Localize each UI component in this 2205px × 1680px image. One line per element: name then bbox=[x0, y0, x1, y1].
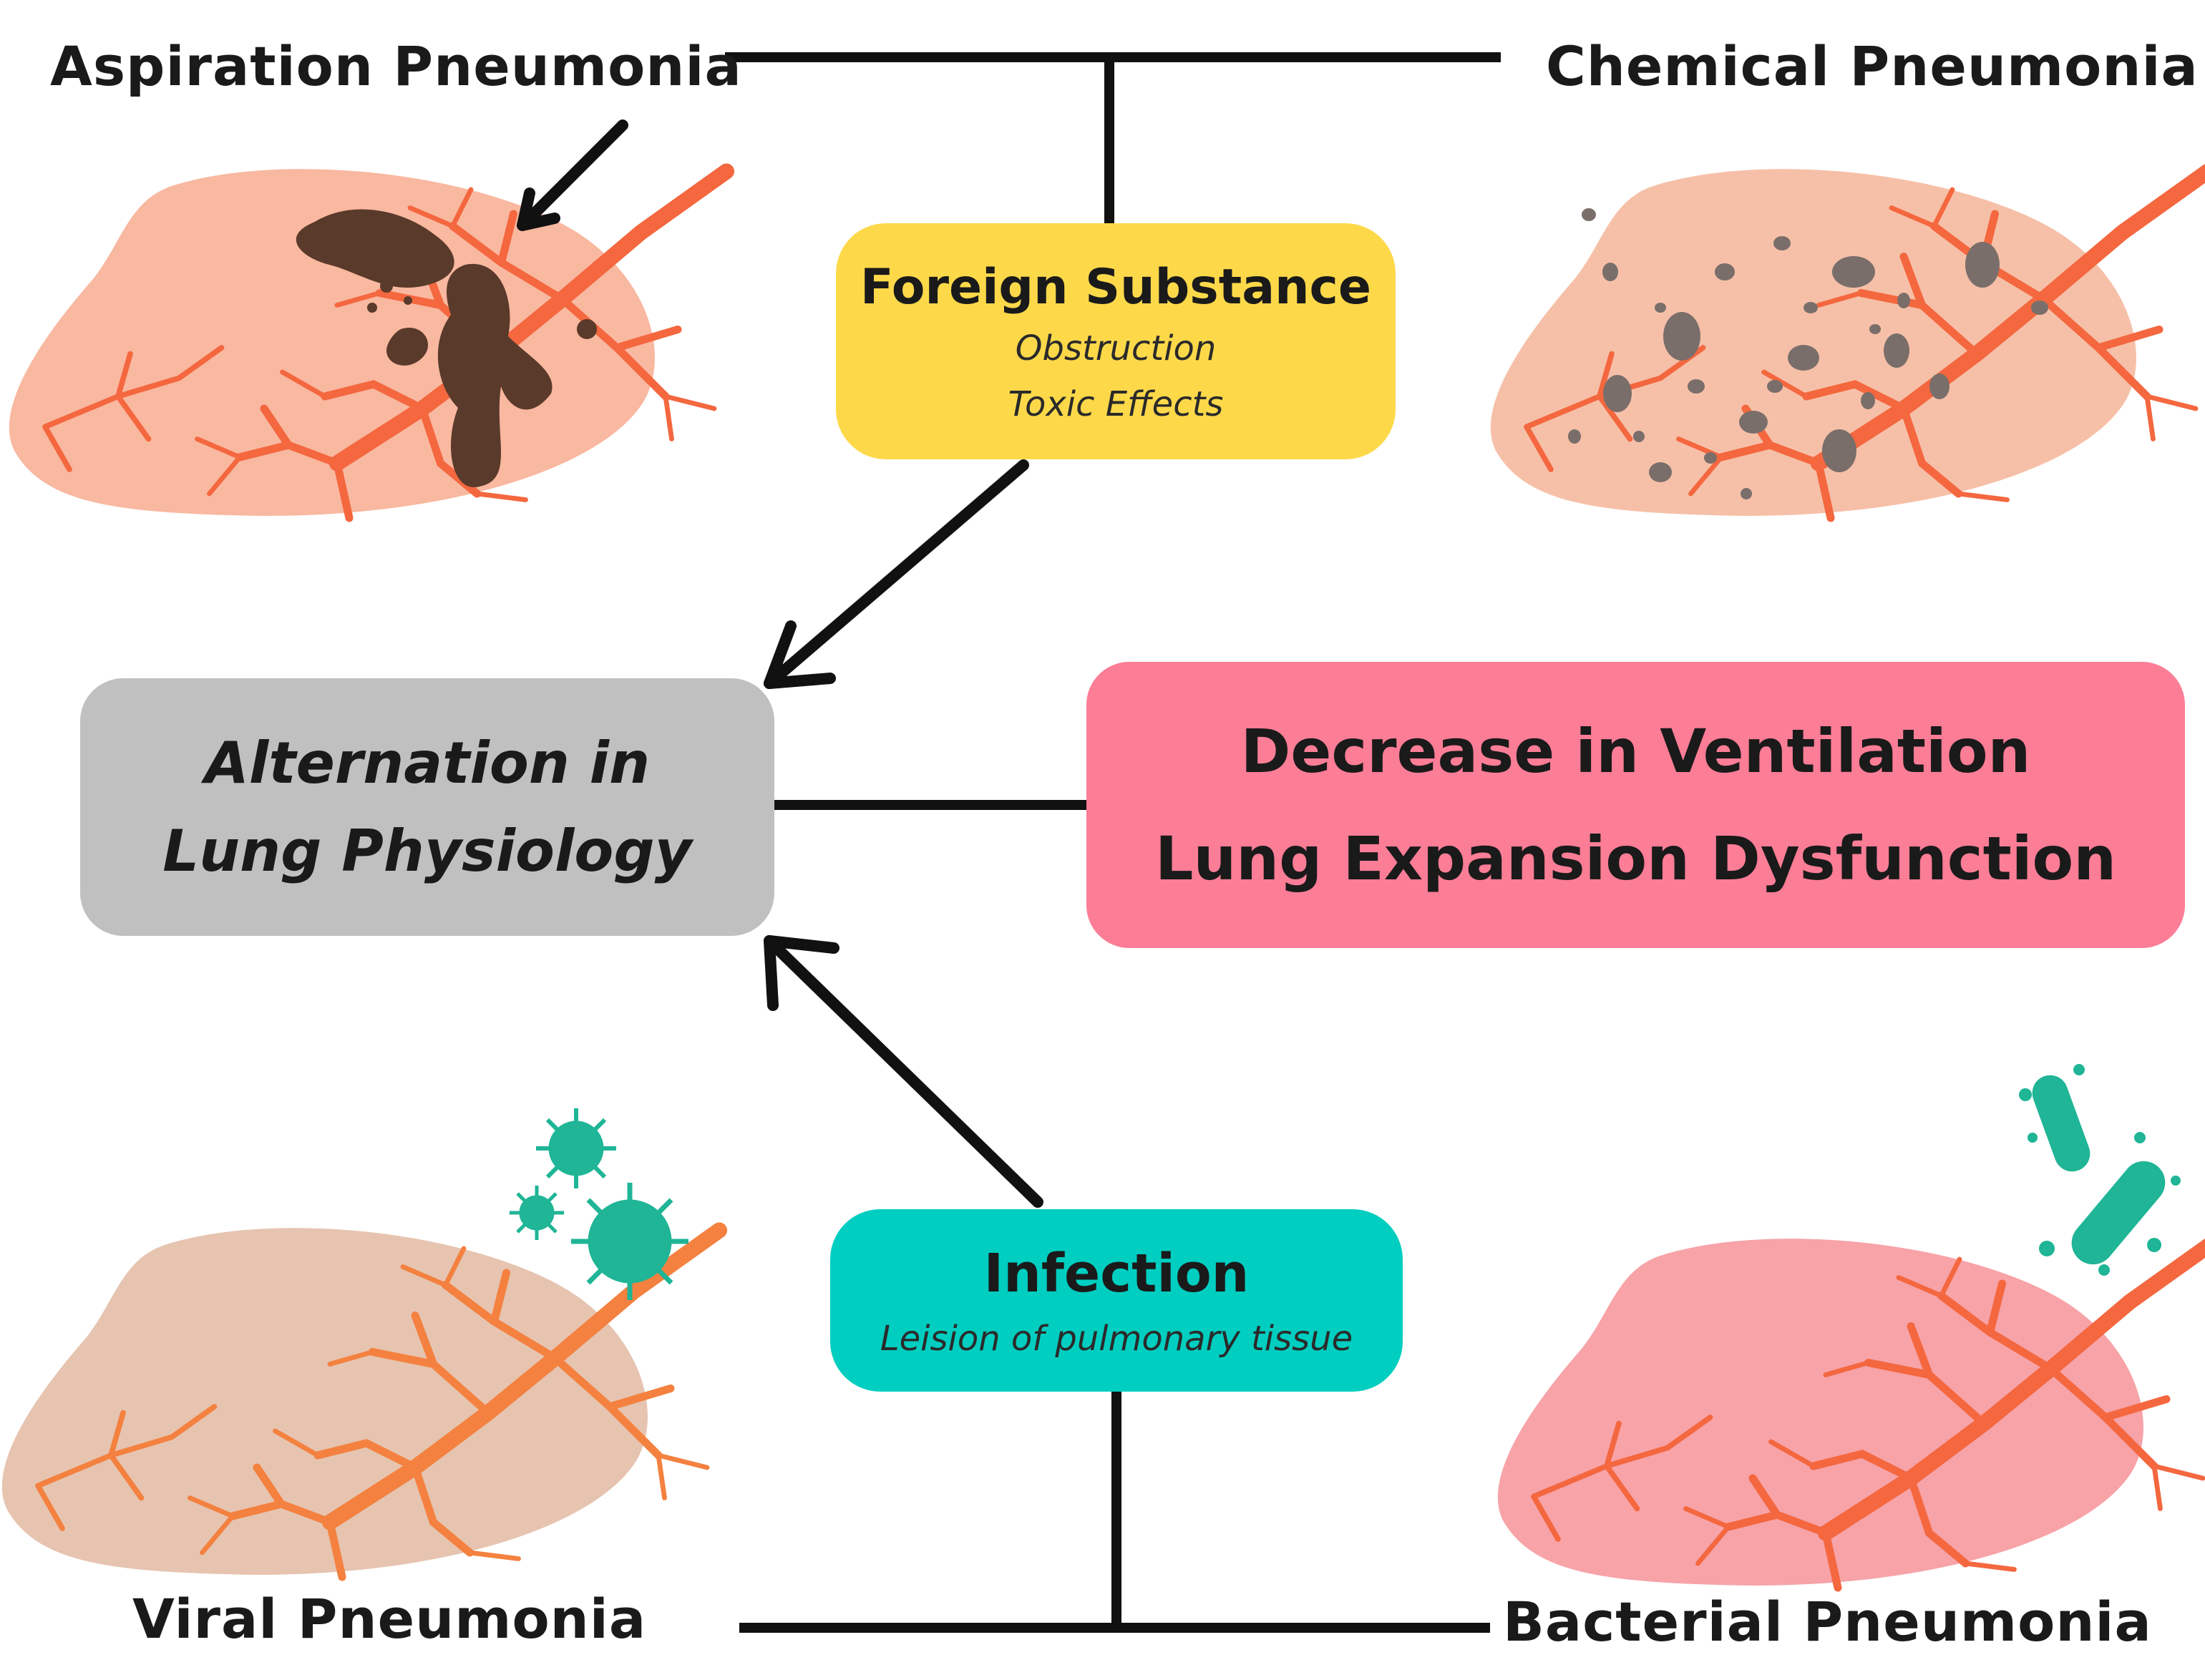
viral-lung-illustration bbox=[1, 1228, 719, 1577]
lung-expansion-dysfunction-text: Lung Expansion Dysfunction bbox=[1154, 824, 2117, 894]
lung-physiology-line2: Lung Physiology bbox=[162, 818, 692, 884]
foreign-substance-title: Foreign Substance bbox=[860, 258, 1371, 316]
lung-physiology-line1: Alternation in bbox=[204, 730, 651, 796]
leision-text: Leision of pulmonary tissue bbox=[880, 1318, 1353, 1359]
debris-blob bbox=[296, 209, 454, 288]
debris-dot bbox=[380, 280, 393, 293]
infection-box: Infection Leision of pulmonary tissue bbox=[830, 1209, 1403, 1392]
virus-icon bbox=[510, 1108, 688, 1300]
decrease-ventilation-text: Decrease in Ventilation bbox=[1240, 716, 2031, 786]
obstruction-text: Obstruction bbox=[1015, 328, 1217, 368]
debris-dot bbox=[577, 319, 597, 339]
flow-arrows bbox=[764, 459, 1043, 1208]
debris-blob bbox=[386, 328, 429, 366]
bacteria-icon bbox=[2019, 1064, 2181, 1276]
infection-title: Infection bbox=[983, 1242, 1250, 1304]
aspiration-arrow bbox=[517, 119, 628, 231]
debris-dot bbox=[367, 303, 377, 313]
viral-pneumonia-label: Viral Pneumonia bbox=[132, 1587, 647, 1651]
chemical-lung-illustration bbox=[1490, 169, 2205, 518]
debris-blob bbox=[437, 263, 553, 487]
bacterial-pneumonia-label: Bacterial Pneumonia bbox=[1503, 1590, 2152, 1654]
ventilation-box: Decrease in Ventilation Lung Expansion D… bbox=[1086, 662, 2185, 948]
toxic-particles bbox=[1568, 208, 2048, 499]
chemical-pneumonia-label: Chemical Pneumonia bbox=[1546, 34, 2199, 98]
aspiration-pneumonia-label: Aspiration Pneumonia bbox=[50, 34, 742, 98]
debris-dot bbox=[404, 296, 412, 305]
aspiration-lung-illustration bbox=[9, 169, 726, 518]
connector-lines bbox=[725, 52, 1501, 1633]
lung-physiology-box: Alternation in Lung Physiology bbox=[80, 678, 774, 936]
bacterial-lung-illustration bbox=[1497, 1239, 2205, 1588]
foreign-substance-box: Foreign Substance Obstruction Toxic Effe… bbox=[836, 223, 1396, 459]
toxic-effects-text: Toxic Effects bbox=[1008, 384, 1224, 424]
